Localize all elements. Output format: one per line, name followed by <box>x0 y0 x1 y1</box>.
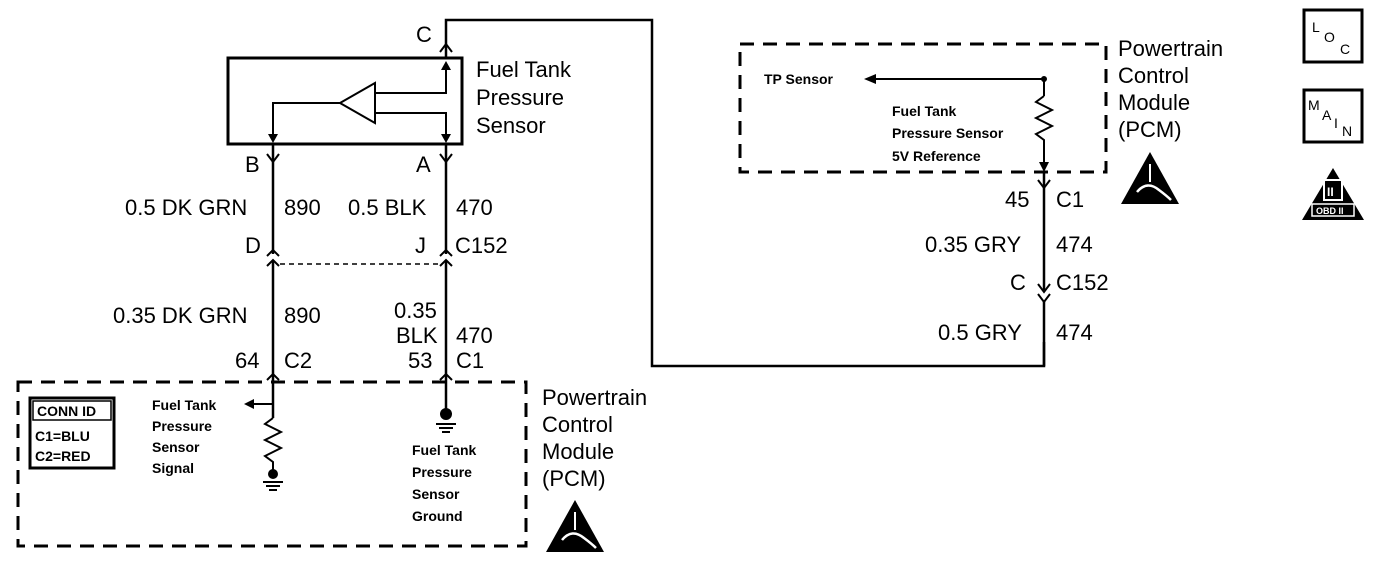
conn-id-title: CONN ID <box>37 403 96 419</box>
wire-474-lower-gauge: 0.5 GRY <box>938 320 1022 345</box>
ref-label-line3: 5V Reference <box>892 148 981 164</box>
sensor-ground-arrow <box>441 134 451 143</box>
loc-icon-c: C <box>1340 41 1350 57</box>
conn-id-c2: C2=RED <box>35 448 91 464</box>
sensor-ground-line <box>375 112 447 140</box>
right-c152-label: C152 <box>1056 270 1109 295</box>
signal-label-line4: Signal <box>152 460 194 476</box>
main-icon-a: A <box>1322 107 1332 123</box>
wire-890-upper-gauge: 0.5 DK GRN <box>125 195 247 220</box>
ground-dot <box>440 408 452 420</box>
c2-pin: 64 <box>235 348 259 373</box>
signal-tap-arrow <box>244 399 254 409</box>
main-icon-n: N <box>1342 123 1352 139</box>
tp-sensor-arrow <box>864 74 876 84</box>
wire-470-upper-circuit: 470 <box>456 195 493 220</box>
pcm-bottom-title-line2: Control <box>542 412 613 437</box>
sensor-output-line <box>272 102 340 140</box>
sensor-title-line1: Fuel Tank <box>476 57 572 82</box>
wire-474-upper-circuit: 474 <box>1056 232 1093 257</box>
pcm-top: TP Sensor Fuel Tank Pressure Sensor 5V R… <box>738 36 1223 204</box>
right-c1-label: C1 <box>1056 187 1084 212</box>
amplifier-icon <box>337 81 376 125</box>
pcm-bottom: Fuel Tank Pressure Sensor Signal Fuel Ta… <box>16 380 647 552</box>
wire-890-lower-circuit: 890 <box>284 303 321 328</box>
ref-resistor-icon <box>1033 95 1055 168</box>
wire-474-upper-gauge: 0.35 GRY <box>925 232 1022 257</box>
sensor-output-arrow <box>268 134 278 143</box>
pcm-top-box <box>738 42 1108 174</box>
ref-label-line2: Pressure Sensor <box>892 125 1004 141</box>
pcm-bottom-box <box>16 380 528 548</box>
ground-label-line2: Pressure <box>412 464 472 480</box>
conn-id-c1: C1=BLU <box>35 428 90 444</box>
loc-icon[interactable]: L O C <box>1302 8 1364 64</box>
right-c1-pin: 45 <box>1005 187 1029 212</box>
obd-ii-text: OBD II <box>1316 206 1344 216</box>
main-icon[interactable]: M A I N <box>1302 88 1364 144</box>
pcm-top-title-line4: (PCM) <box>1118 117 1182 142</box>
signal-label-line2: Pressure <box>152 418 212 434</box>
ground-label-line1: Fuel Tank <box>412 442 477 458</box>
right-c152-connector-top <box>1037 283 1051 294</box>
pcm-top-title-line2: Control <box>1118 63 1189 88</box>
ground-label-line3: Sensor <box>412 486 460 502</box>
wire-470-upper-gauge: 0.5 BLK <box>348 195 427 220</box>
sensor-input-arrow <box>441 61 451 70</box>
esd-warning-icon-top <box>1121 152 1179 204</box>
c152-d-connector-top <box>266 248 280 257</box>
main-icon-m: M <box>1308 97 1320 113</box>
signal-label-line3: Sensor <box>152 439 200 455</box>
sensor-pin-c: C <box>416 22 432 47</box>
main-icon-i: I <box>1334 115 1338 131</box>
signal-resistor-icon <box>262 417 284 470</box>
tp-sensor-label: TP Sensor <box>764 71 834 87</box>
c1-pin: 53 <box>408 348 432 373</box>
loc-icon-l: L <box>1312 19 1320 35</box>
c152-pin-j: J <box>415 233 426 258</box>
ground-label-line4: Ground <box>412 508 463 524</box>
loc-icon-o: O <box>1324 29 1335 45</box>
ref-down-arrow <box>1039 162 1049 172</box>
signal-ground-dot <box>268 469 278 479</box>
conn-id-box <box>28 396 116 470</box>
c1-connector <box>439 372 453 381</box>
c2-connector <box>266 372 280 381</box>
ref-label-line1: Fuel Tank <box>892 103 957 119</box>
fuel-tank-pressure-sensor: Fuel Tank Pressure Sensor <box>226 56 572 146</box>
wire-474-lower-circuit: 474 <box>1056 320 1093 345</box>
pcm-top-title-line1: Powertrain <box>1118 36 1223 61</box>
pcm-bottom-title-line4: (PCM) <box>542 466 606 491</box>
c152-label: C152 <box>455 233 508 258</box>
pcm-bottom-title-line1: Powertrain <box>542 385 647 410</box>
obd-ii-roman: II <box>1327 185 1334 199</box>
c2-label: C2 <box>284 348 312 373</box>
c1-label: C1 <box>456 348 484 373</box>
sensor-title-line2: Pressure <box>476 85 564 110</box>
c152-pin-d: D <box>245 233 261 258</box>
wire-890-lower-gauge: 0.35 DK GRN <box>113 303 248 328</box>
c152-j-connector-top <box>439 248 453 257</box>
obd-ii-icon[interactable]: II OBD II <box>1302 168 1364 220</box>
esd-warning-icon <box>546 500 604 552</box>
wire-470-lower-circuit: 470 <box>456 323 493 348</box>
sensor-box <box>226 56 464 146</box>
pcm-bottom-title-line3: Module <box>542 439 614 464</box>
sensor-pin-b: B <box>245 152 260 177</box>
pcm-top-title-line3: Module <box>1118 90 1190 115</box>
wire-890-upper-circuit: 890 <box>284 195 321 220</box>
signal-label-line1: Fuel Tank <box>152 397 217 413</box>
wire-470-lower-gauge-line2: BLK <box>396 323 438 348</box>
sensor-pin-a: A <box>416 152 431 177</box>
wire-470-lower-gauge-line1: 0.35 <box>394 298 437 323</box>
sensor-title-line3: Sensor <box>476 113 546 138</box>
right-c152-pin: C <box>1010 270 1026 295</box>
conn-id-title-box <box>32 400 112 421</box>
sensor-input-line <box>375 64 447 94</box>
